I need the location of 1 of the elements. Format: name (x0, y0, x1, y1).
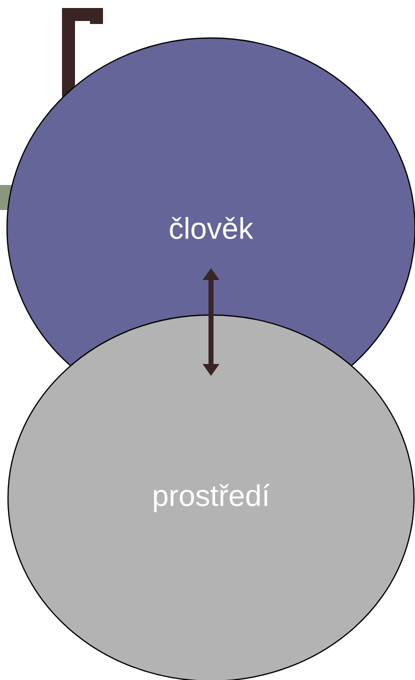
ellipse-node: prostředí (7, 314, 415, 680)
